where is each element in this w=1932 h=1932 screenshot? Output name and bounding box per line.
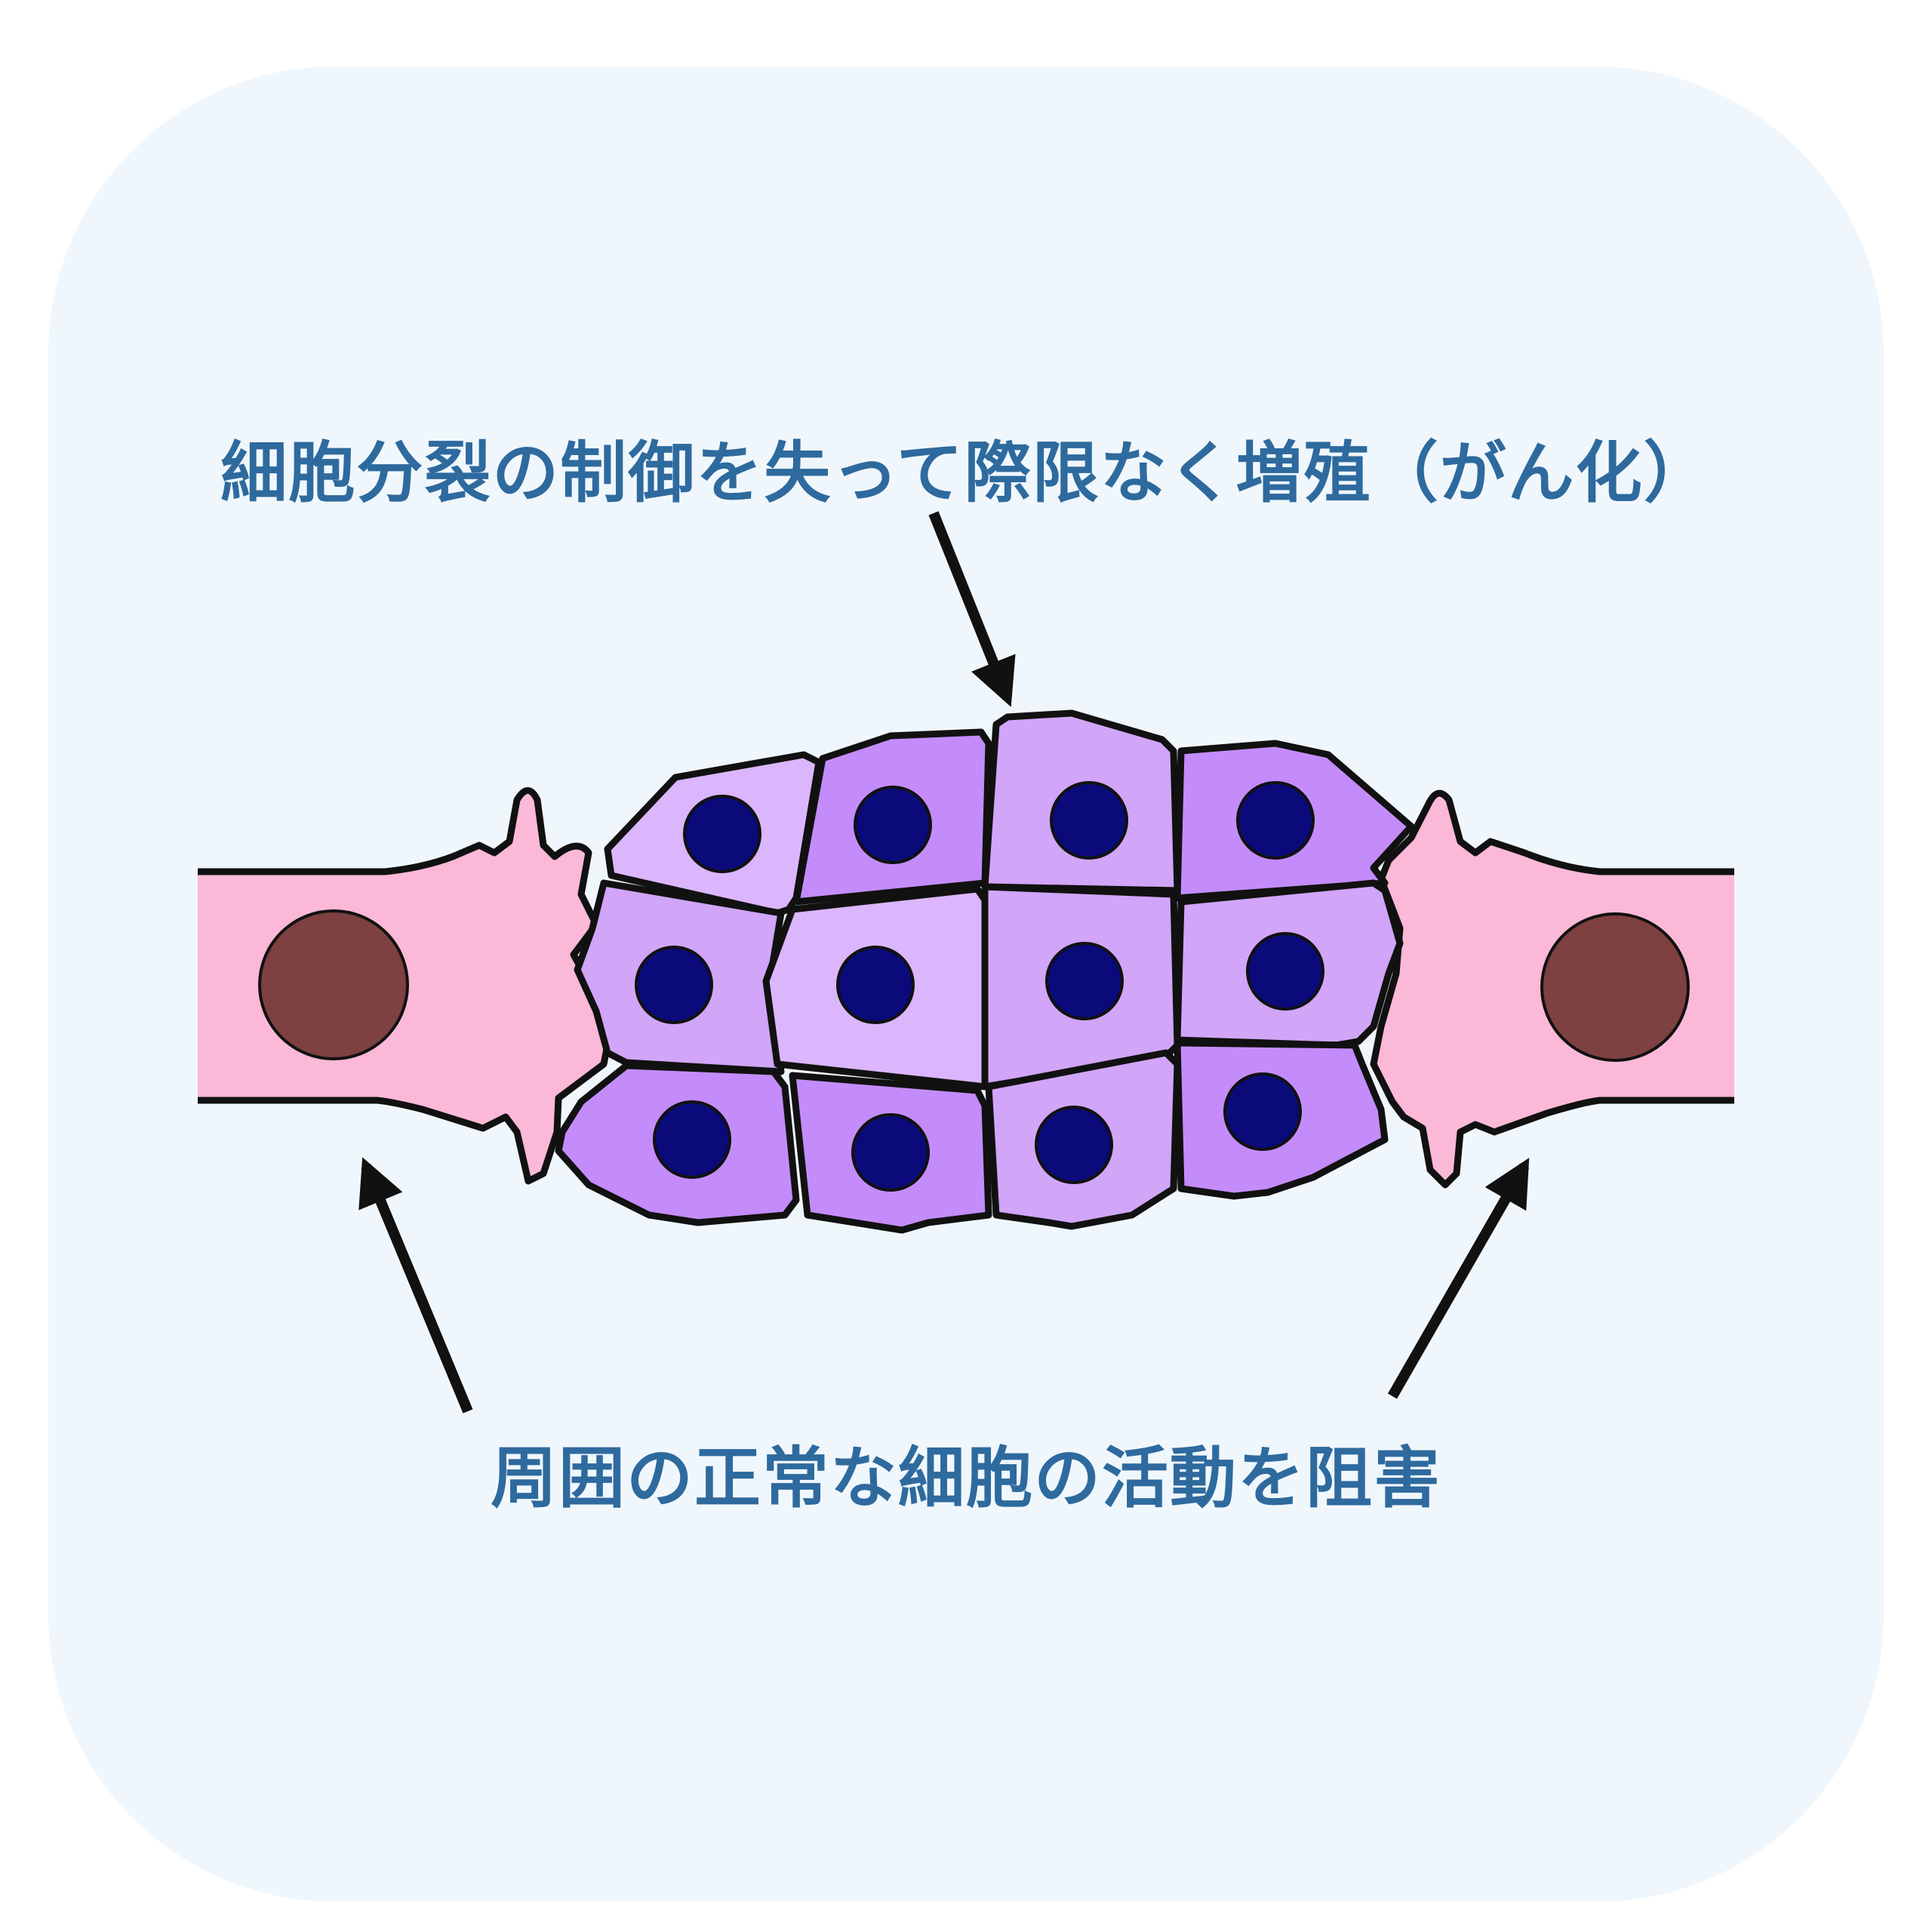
- arrow-top: [928, 511, 1016, 707]
- label-top: 細胞分裂の制御を失って際限なく増殖（がん化）: [220, 434, 1712, 512]
- cancer-nucleus: [1223, 1072, 1302, 1151]
- cancer-nucleus: [1236, 781, 1315, 860]
- cancer-nucleus: [1035, 1106, 1113, 1184]
- cancer-nucleus: [1050, 781, 1128, 860]
- arrow-bottom-right: [1387, 1158, 1530, 1399]
- cancer-nucleus: [851, 1113, 930, 1192]
- cancer-nucleus: [1246, 932, 1324, 1011]
- arrow-bottom-left: [358, 1157, 473, 1414]
- label-bottom: 周囲の正常な細胞の活動を阻害: [490, 1439, 1441, 1517]
- normal-nucleus-right: [1540, 912, 1690, 1062]
- normal-nucleus-left: [258, 909, 409, 1060]
- cancer-nucleus: [836, 946, 915, 1024]
- normal-cell-right: [1370, 789, 1734, 1189]
- cancer-nucleus: [653, 1100, 731, 1179]
- cancer-nucleus: [1045, 942, 1124, 1020]
- cancer-nuclei: [635, 781, 1324, 1192]
- cancer-nucleus: [683, 795, 761, 873]
- arrows: [358, 511, 1530, 1414]
- normal-cell-left: [198, 787, 615, 1185]
- cancer-nucleus: [854, 786, 932, 864]
- cancer-nucleus: [635, 946, 713, 1024]
